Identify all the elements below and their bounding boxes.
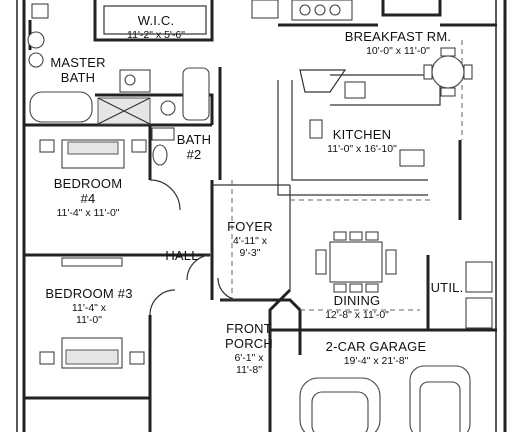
front-porch-line1: FRONT	[226, 321, 272, 336]
master-bath-line2: BATH	[60, 69, 96, 85]
garage-label: 2-CAR GARAGE 19'-4" x 21'-8"	[320, 339, 432, 367]
utility-name: UTIL.	[430, 280, 464, 295]
bath2-line2: #2	[186, 146, 202, 162]
utility-fixtures	[465, 261, 493, 329]
front-porch-label: FRONT PORCH 6'-1" x 11'-8"	[220, 321, 278, 376]
kitchen-dims: 11'-0" x 16'-10"	[327, 142, 397, 155]
bedroom4-line2: #4	[80, 190, 96, 206]
master-bath-fixtures	[27, 3, 210, 125]
master-bath-label: MASTER BATH	[44, 55, 112, 86]
dining-name: DINING	[333, 293, 381, 308]
interior-walls	[24, 0, 497, 432]
kitchen-label: KITCHEN 11'-0" x 16'-10"	[312, 127, 412, 155]
bedroom4-line1: BEDROOM	[53, 176, 123, 191]
bath2-line1: BATH	[176, 132, 212, 147]
bedroom3-dims1: 11'-4" x	[71, 301, 107, 314]
breakfast-label: BREAKFAST RM. 10'-0" x 11'-0"	[338, 29, 458, 57]
front-porch-line2: PORCH	[225, 335, 273, 351]
hall-name: HALL	[165, 248, 199, 263]
door-swings	[149, 179, 241, 316]
utility-label: UTIL.	[426, 280, 468, 296]
bedroom4-bed	[39, 139, 147, 169]
dining-dims: 12'-8" x 11'-0"	[325, 308, 389, 321]
dining-label: DINING 12'-8" x 11'-0"	[314, 293, 400, 321]
foyer-label: FOYER 4'-11" x 9'-3"	[222, 219, 278, 259]
breakfast-table	[423, 47, 473, 97]
bedroom3-label: BEDROOM #3 11'-4" x 11'-0"	[38, 286, 140, 326]
exterior-walls	[16, 0, 507, 432]
wic-dims: 11'-2" x 5'-6"	[127, 28, 185, 41]
bedroom3-name: BEDROOM #3	[45, 286, 133, 301]
kitchen-cabinets	[251, 0, 441, 196]
bath2-label: BATH #2	[174, 132, 214, 163]
master-bath-line1: MASTER	[50, 55, 106, 70]
kitchen-name: KITCHEN	[332, 127, 392, 142]
wic-name: W.I.C.	[137, 13, 175, 28]
bath2-fixtures	[151, 127, 175, 166]
bedroom4-dims: 11'-4" x 11'-0"	[56, 206, 120, 219]
front-porch-dims2: 11'-8"	[236, 363, 262, 376]
bedroom3-dims2: 11'-0"	[76, 314, 102, 326]
dining-table	[315, 231, 397, 293]
front-porch-dims1: 6'-1" x	[234, 351, 264, 364]
bedroom3-bed	[39, 257, 145, 369]
foyer-dims1: 4'-11" x	[232, 234, 268, 247]
garage-cars	[299, 365, 471, 432]
wic-shelving	[103, 5, 207, 35]
garage-name: 2-CAR GARAGE	[325, 339, 427, 354]
garage-dims: 19'-4" x 21'-8"	[343, 354, 409, 367]
bedroom4-label: BEDROOM #4 11'-4" x 11'-0"	[40, 176, 136, 219]
wic-label: W.I.C. 11'-2" x 5'-6"	[104, 13, 208, 41]
dashed-lines	[231, 40, 463, 311]
breakfast-name: BREAKFAST RM.	[344, 29, 452, 44]
foyer-dims2: 9'-3"	[239, 247, 261, 259]
hall-label: HALL	[160, 248, 204, 264]
breakfast-dims: 10'-0" x 11'-0"	[366, 44, 430, 57]
foyer-name: FOYER	[227, 219, 273, 234]
